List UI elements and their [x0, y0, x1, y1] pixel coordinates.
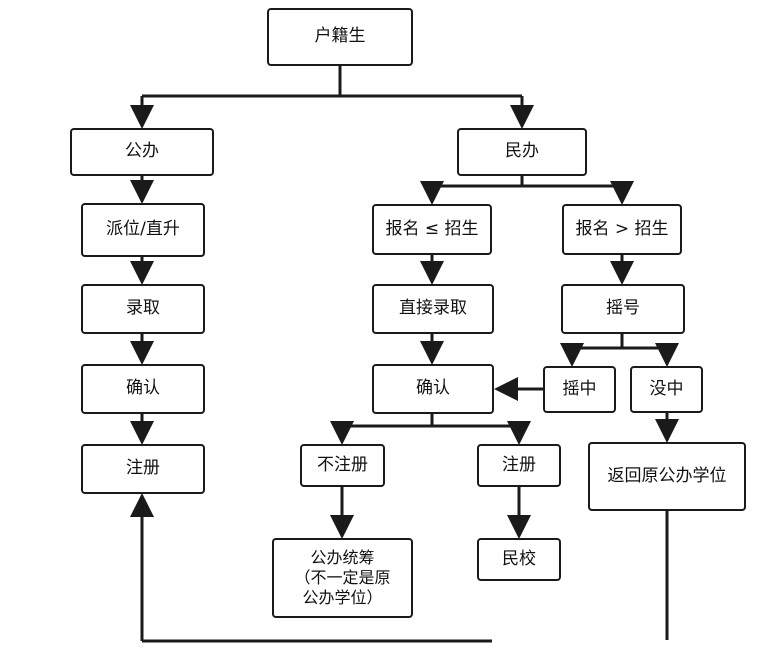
edge-yaohao-split: [572, 334, 667, 350]
node-luqu-left: 录取: [81, 284, 205, 334]
node-zhijie-luqu: 直接录取: [372, 284, 494, 334]
node-bu-zhuce: 不注册: [300, 444, 385, 487]
node-baoming-gt: 报名 > 招生: [562, 204, 682, 255]
edge-queren-split: [342, 414, 519, 428]
node-queren-left: 确认: [81, 364, 205, 414]
node-fanhui: 返回原公办学位: [588, 442, 746, 511]
node-huji: 户籍生: [267, 8, 413, 66]
node-yaohao: 摇号: [561, 284, 685, 334]
node-queren-right: 确认: [372, 364, 494, 414]
node-gongban-tongchou: 公办统筹 （不一定是原 公办学位）: [272, 538, 413, 618]
node-zhuce-left: 注册: [81, 444, 205, 494]
edge-minban-split: [432, 176, 622, 188]
node-minban: 民办: [457, 128, 587, 176]
node-yaozhong: 摇中: [543, 366, 616, 413]
node-paiwei: 派位/直升: [81, 203, 205, 257]
node-zhuce-right: 注册: [477, 444, 561, 487]
node-baoming-le: 报名 ≤ 招生: [372, 204, 492, 255]
node-minxiao: 民校: [477, 538, 561, 581]
node-meizhong: 没中: [630, 366, 703, 413]
node-gongban: 公办: [70, 128, 214, 176]
edge-huji-split: [142, 66, 522, 98]
